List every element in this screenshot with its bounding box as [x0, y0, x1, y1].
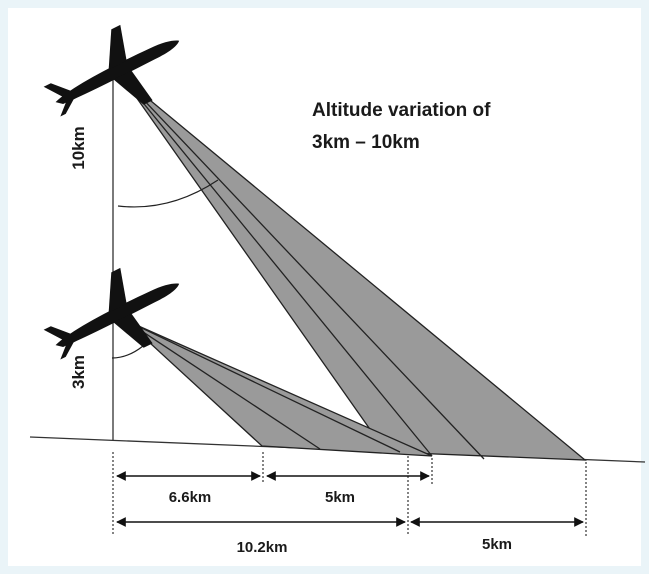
label-5km-upper: 5km	[325, 489, 355, 506]
high-beam-divider-1	[121, 76, 433, 457]
high-altitude-beam	[121, 76, 587, 461]
label-5km-lower: 5km	[482, 536, 512, 553]
diagram-title-line-1: Altitude variation of	[312, 100, 491, 121]
altitude-label-10km: 10km	[69, 126, 88, 169]
diagram-title-line-2: 3km – 10km	[312, 132, 420, 153]
high-angle-arc	[117, 179, 219, 208]
label-6-6km: 6.6km	[169, 489, 212, 506]
low-altitude-beam	[124, 319, 433, 457]
altitude-label-3km: 3km	[69, 355, 88, 389]
airplane-icon	[43, 24, 180, 117]
label-10-2km: 10.2km	[237, 539, 288, 556]
low-beam-divider-2	[124, 319, 401, 453]
airplane-icon	[43, 267, 180, 360]
low-angle-arc	[111, 345, 144, 359]
low-beam-divider-1	[124, 319, 321, 450]
high-beam-divider-2	[121, 76, 485, 460]
